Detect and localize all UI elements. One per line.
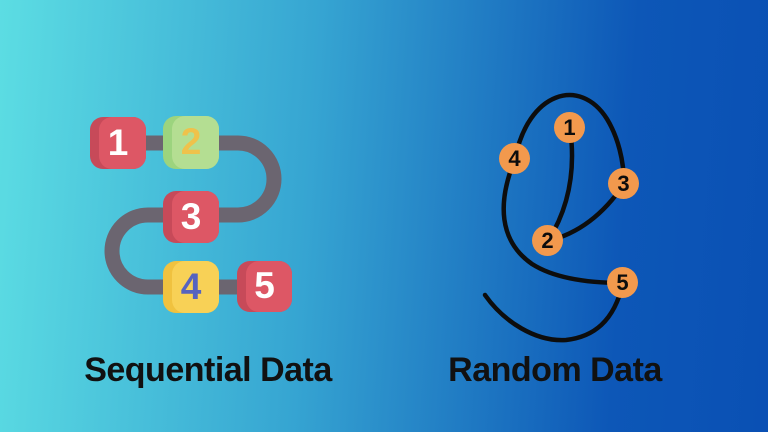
node-number: 3 [617, 170, 630, 196]
block-face [172, 261, 219, 313]
random-node-3: 3 [608, 168, 639, 199]
random-edge-4-3 [512, 92, 627, 187]
random-node-4: 4 [499, 143, 530, 174]
random-edge-5-tail [482, 280, 626, 343]
random-node-1: 1 [554, 112, 585, 143]
random-node-5: 5 [607, 267, 638, 298]
block-number: 1 [107, 121, 129, 163]
random-node-2: 2 [532, 225, 563, 256]
node-number: 4 [508, 145, 521, 171]
sequential-block-2: 2 [163, 116, 219, 169]
block-number: 3 [180, 195, 202, 237]
random-data-caption: Random Data [448, 351, 662, 389]
block-face [172, 191, 219, 243]
sequential-block-4: 4 [163, 261, 219, 313]
block-number: 2 [180, 121, 202, 162]
sequential-block-1: 1 [90, 117, 146, 169]
node-number: 2 [541, 227, 554, 253]
sequential-block-5: 5 [237, 261, 292, 312]
node-number: 5 [616, 269, 629, 295]
node-number: 1 [563, 114, 576, 140]
block-face [99, 117, 146, 169]
random-edge-4-5 [501, 156, 626, 286]
random-edge-1-2 [545, 125, 575, 244]
block-face [172, 116, 219, 169]
block-face [246, 261, 292, 312]
sequential-data-caption: Sequential Data [84, 351, 332, 389]
sequential-block-3: 3 [163, 191, 219, 243]
block-number: 4 [180, 265, 202, 307]
block-number: 5 [254, 265, 275, 306]
